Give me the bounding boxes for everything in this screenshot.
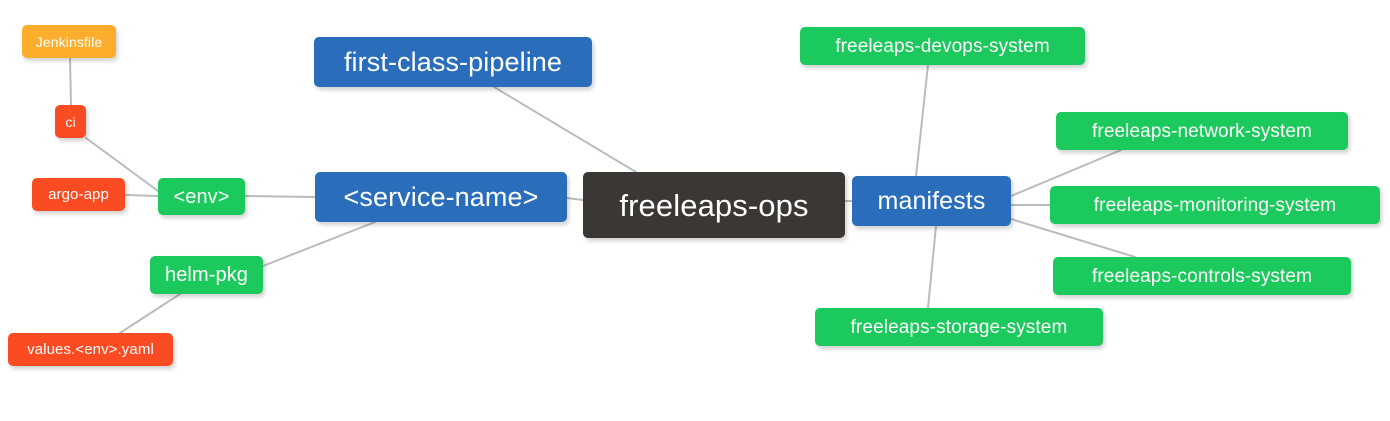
edge-helm-pkg-to-service-name: [262, 221, 376, 267]
node-service-name[interactable]: <service-name>: [315, 172, 567, 222]
node-first-class-pipeline[interactable]: first-class-pipeline: [314, 37, 592, 87]
node-devops-system[interactable]: freeleaps-devops-system: [800, 27, 1085, 65]
edge-manifests-to-controls-system: [1010, 218, 1136, 258]
edge-jenkinsfile-to-ci: [69, 57, 72, 106]
edge-argo-app-to-env: [124, 194, 159, 197]
node-network-system[interactable]: freeleaps-network-system: [1056, 112, 1348, 150]
node-values-yaml[interactable]: values.<env>.yaml: [8, 333, 173, 366]
node-ci[interactable]: ci: [55, 105, 86, 138]
node-manifests[interactable]: manifests: [852, 176, 1011, 226]
node-env[interactable]: <env>: [158, 178, 245, 215]
node-helm-pkg[interactable]: helm-pkg: [150, 256, 263, 294]
edge-first-class-pipeline-to-freeleaps-ops: [493, 86, 637, 173]
edge-manifests-to-storage-system: [927, 225, 937, 309]
node-freeleaps-ops[interactable]: freeleaps-ops: [583, 172, 845, 238]
edge-service-name-to-freeleaps-ops: [566, 197, 584, 201]
edge-devops-system-to-manifests: [915, 64, 929, 177]
node-jenkinsfile[interactable]: Jenkinsfile: [22, 25, 116, 58]
node-storage-system[interactable]: freeleaps-storage-system: [815, 308, 1103, 346]
node-argo-app[interactable]: argo-app: [32, 178, 125, 211]
edge-values-yaml-to-helm-pkg: [119, 293, 181, 334]
edge-env-to-service-name: [244, 195, 316, 198]
node-monitoring-system[interactable]: freeleaps-monitoring-system: [1050, 186, 1380, 224]
node-controls-system[interactable]: freeleaps-controls-system: [1053, 257, 1351, 295]
